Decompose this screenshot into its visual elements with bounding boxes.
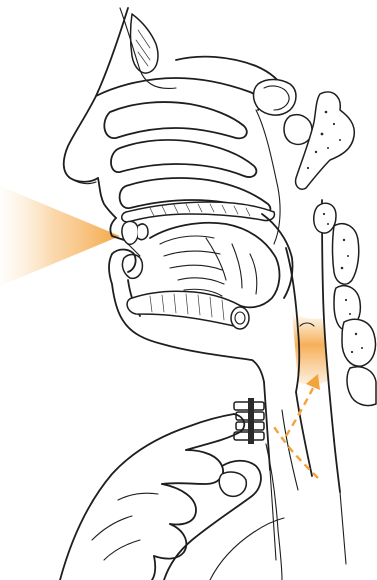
voice-prosthesis-icon: [234, 398, 264, 444]
neck-outline: [270, 470, 346, 564]
sphenoid-sinus: [176, 57, 312, 145]
trachea-esophagus: [264, 382, 340, 492]
frontal-sinus: [120, 8, 176, 88]
upper-teeth: [122, 221, 148, 244]
